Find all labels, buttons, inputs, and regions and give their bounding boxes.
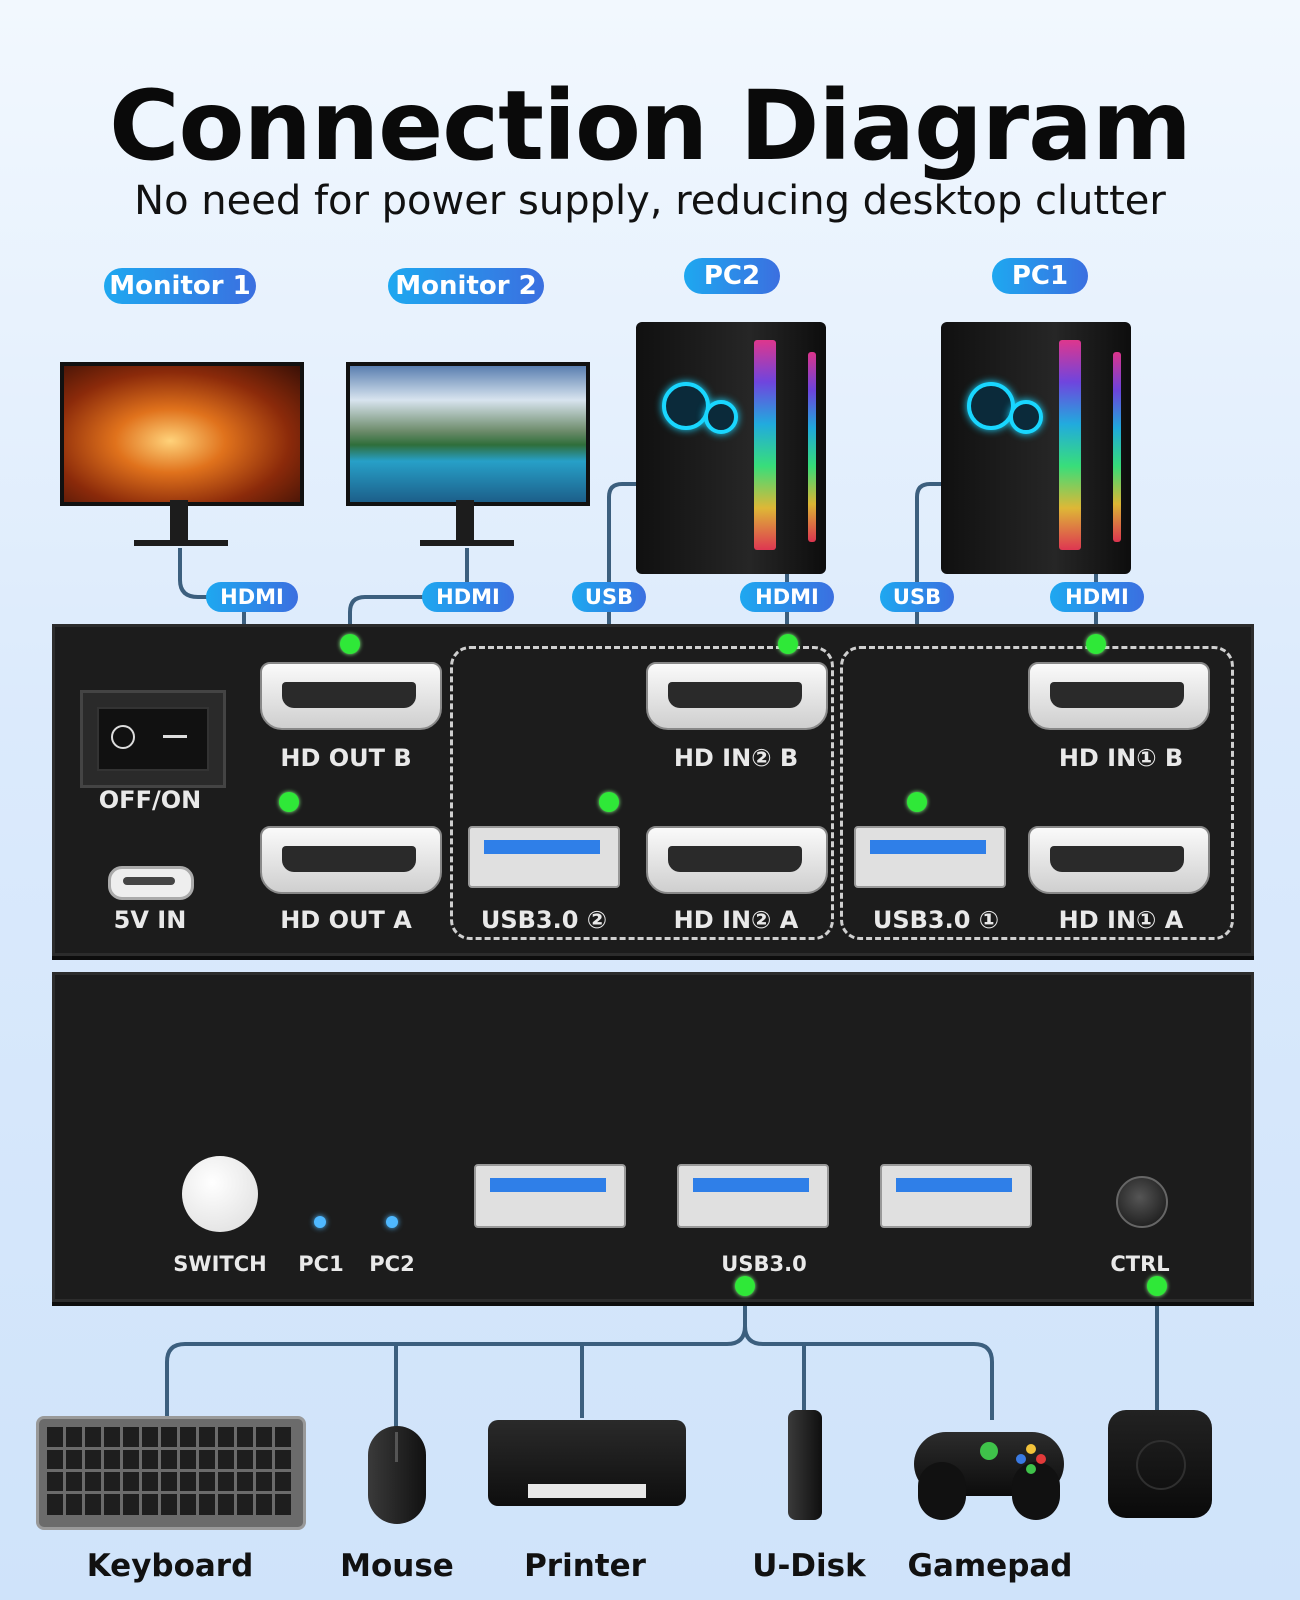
cable-usb-hub bbox=[165, 1285, 747, 1418]
connector-dot bbox=[340, 634, 360, 654]
printer-label: Printer bbox=[524, 1548, 646, 1584]
power-switch[interactable] bbox=[80, 690, 226, 788]
hd-out-b-port[interactable] bbox=[260, 662, 442, 730]
wired-controller-icon bbox=[1108, 1410, 1212, 1518]
usbc-port[interactable] bbox=[108, 866, 194, 900]
usb3-2-port[interactable] bbox=[468, 826, 620, 888]
cable-monitor2 bbox=[348, 548, 469, 644]
pc2-led-label: PC2 bbox=[369, 1252, 415, 1276]
pc2-led-icon bbox=[386, 1216, 398, 1228]
connector-dot bbox=[279, 792, 299, 812]
hd-in1-a-label: HD IN① A bbox=[1058, 906, 1184, 934]
cable-pc1-usb bbox=[915, 482, 942, 802]
ctrl-port[interactable] bbox=[1116, 1176, 1168, 1228]
connector-dot bbox=[778, 634, 798, 654]
monitor2-stand bbox=[456, 500, 474, 540]
monitor1-stand bbox=[170, 500, 188, 540]
label-pc2: PC2 bbox=[684, 258, 780, 294]
keyboard-label: Keyboard bbox=[86, 1548, 254, 1584]
mouse-label: Mouse bbox=[340, 1548, 454, 1584]
hd-out-a-label: HD OUT A bbox=[280, 906, 412, 934]
front-usb-port-2[interactable] bbox=[677, 1164, 829, 1228]
usb3-1-port[interactable] bbox=[854, 826, 1006, 888]
switch-button[interactable] bbox=[182, 1156, 258, 1232]
tag-hdmi-pc2: HDMI bbox=[740, 582, 834, 612]
monitor1-image bbox=[60, 362, 304, 506]
ctrl-label: CTRL bbox=[1110, 1252, 1170, 1276]
tag-hdmi-pc1: HDMI bbox=[1050, 582, 1144, 612]
hd-in2-a-label: HD IN② A bbox=[673, 906, 799, 934]
pc1-led-icon bbox=[314, 1216, 326, 1228]
pc1-fan-icon bbox=[967, 382, 1015, 430]
tag-hdmi-monitor1: HDMI bbox=[206, 582, 298, 612]
label-monitor2: Monitor 2 bbox=[388, 268, 544, 304]
connector-dot bbox=[907, 792, 927, 812]
hd-in1-b-label: HD IN① B bbox=[1058, 744, 1184, 772]
udisk-label: U-Disk bbox=[752, 1548, 866, 1584]
switch-label: SWITCH bbox=[173, 1252, 267, 1276]
connector-dot bbox=[599, 792, 619, 812]
hd-in2-b-label: HD IN② B bbox=[673, 744, 799, 772]
usb3-1-label: USB3.0 ① bbox=[872, 906, 1000, 934]
hd-in1-b-port[interactable] bbox=[1028, 662, 1210, 730]
monitor2-image bbox=[346, 362, 590, 506]
power-input-label: 5V IN bbox=[113, 906, 187, 934]
front-usb-port-3[interactable] bbox=[880, 1164, 1032, 1228]
hd-in2-a-port[interactable] bbox=[646, 826, 828, 894]
pc2-fan-icon bbox=[662, 382, 710, 430]
page-subtitle: No need for power supply, reducing deskt… bbox=[134, 178, 1166, 224]
printer-icon bbox=[488, 1420, 686, 1506]
hd-out-b-label: HD OUT B bbox=[280, 744, 412, 772]
tag-usb-pc2: USB bbox=[572, 582, 646, 612]
pc1-port-group bbox=[840, 646, 1234, 940]
hd-out-a-port[interactable] bbox=[260, 826, 442, 894]
connector-dot bbox=[735, 1276, 755, 1296]
label-monitor1: Monitor 1 bbox=[104, 268, 256, 304]
pc1-led-label: PC1 bbox=[298, 1252, 344, 1276]
keyboard-icon bbox=[36, 1416, 306, 1530]
connector-dot bbox=[1147, 1276, 1167, 1296]
tag-hdmi-monitor2: HDMI bbox=[422, 582, 514, 612]
pc2-port-group bbox=[450, 646, 834, 940]
mouse-icon bbox=[368, 1426, 426, 1524]
hd-in1-a-port[interactable] bbox=[1028, 826, 1210, 894]
pc2-tower-image bbox=[636, 322, 826, 574]
front-usb-port-1[interactable] bbox=[474, 1164, 626, 1228]
udisk-icon bbox=[788, 1410, 822, 1520]
connector-dot bbox=[1086, 634, 1106, 654]
page-title: Connection Diagram bbox=[109, 70, 1192, 182]
gamepad-label: Gamepad bbox=[907, 1548, 1073, 1584]
gamepad-icon bbox=[914, 1422, 1064, 1522]
cable-pc2-usb bbox=[607, 482, 637, 802]
power-switch-label: OFF/ON bbox=[98, 786, 202, 814]
tag-usb-pc1: USB bbox=[880, 582, 954, 612]
label-pc1: PC1 bbox=[992, 258, 1088, 294]
hd-in2-b-port[interactable] bbox=[646, 662, 828, 730]
pc1-tower-image bbox=[941, 322, 1131, 574]
usb3-2-label: USB3.0 ② bbox=[480, 906, 608, 934]
kvm-front-panel bbox=[52, 972, 1254, 1302]
front-usb-label: USB3.0 bbox=[721, 1252, 807, 1276]
